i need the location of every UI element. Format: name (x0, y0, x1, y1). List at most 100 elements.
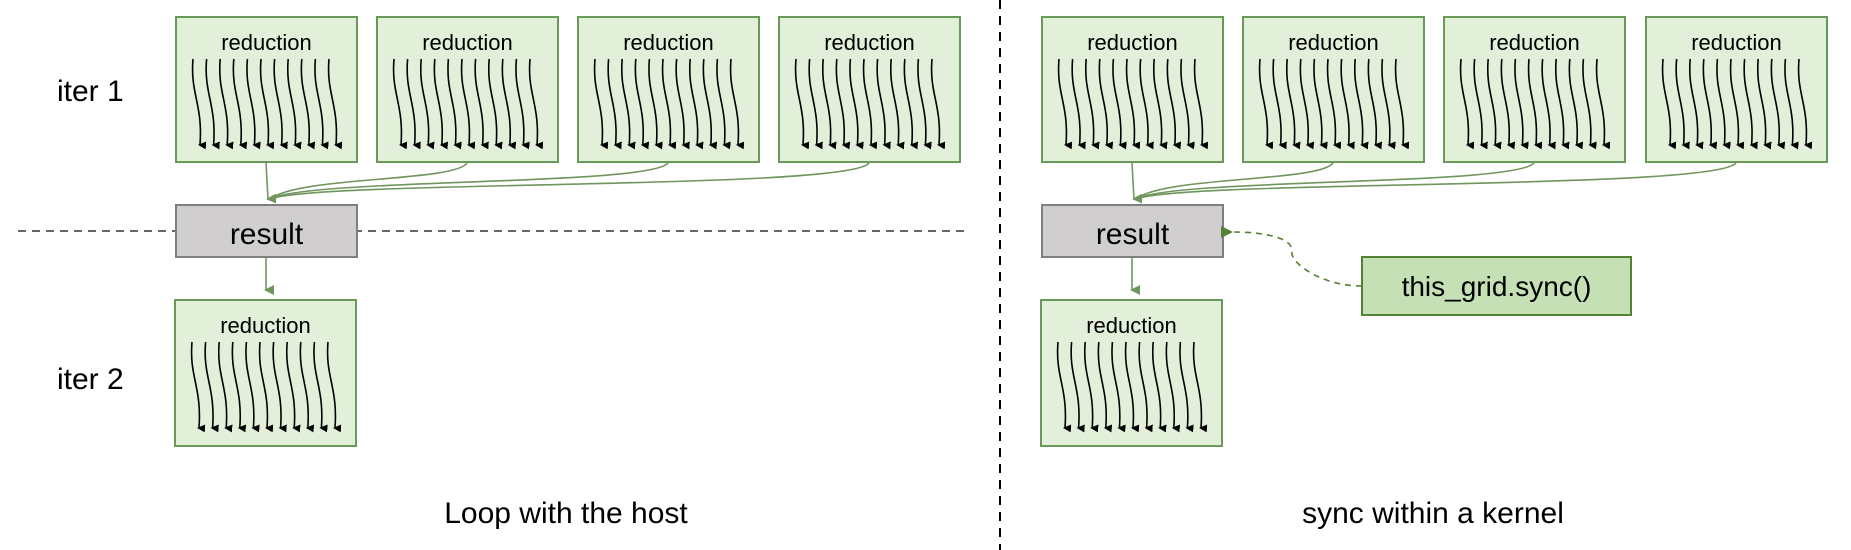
thread-arrow (419, 58, 435, 150)
thread-arrow (1527, 58, 1543, 150)
reduction-label: reduction (220, 313, 311, 338)
thread-arrow (1661, 58, 1677, 150)
thread-arrows (1057, 58, 1209, 150)
reduction-block-l2: reduction (376, 16, 559, 163)
thread-arrow (258, 341, 274, 433)
thread-arrow (1299, 58, 1315, 150)
thread-arrow (1541, 58, 1556, 150)
thread-arrow (821, 58, 837, 150)
reduction-label: reduction (623, 30, 714, 55)
sync-box: this_grid.sync() (1361, 256, 1632, 316)
thread-arrow (1166, 58, 1182, 150)
thread-arrow (1688, 58, 1704, 150)
thread-arrow (1514, 58, 1529, 150)
thread-arrow (501, 58, 517, 150)
reduction-block-r3: reduction (1443, 16, 1626, 163)
reduction-block-box (1041, 16, 1224, 163)
thread-arrow (1285, 58, 1301, 150)
reduction-block-l3: reduction (577, 16, 760, 163)
thread-arrow (231, 341, 247, 433)
sync-box-rect (1361, 256, 1632, 316)
thread-arrows (392, 58, 544, 150)
thread-arrow (313, 341, 328, 433)
reduction-label: reduction (221, 30, 312, 55)
thread-arrow (1258, 58, 1274, 150)
thread-arrow (1124, 341, 1140, 433)
thread-arrow (648, 58, 663, 150)
thread-arrow (273, 58, 288, 150)
thread-arrow (702, 58, 718, 150)
thread-arrow (1056, 341, 1072, 433)
thread-arrows (1661, 58, 1813, 150)
reduction-block-box (1443, 16, 1626, 163)
thread-arrow (1500, 58, 1516, 150)
thread-arrow (675, 58, 690, 150)
iter1-label: iter 1 (57, 75, 124, 108)
thread-arrow (1340, 58, 1355, 150)
right-panel: reduction reduction reduction reduction (1040, 16, 1828, 530)
thread-arrow (634, 58, 650, 150)
thread-arrow (460, 58, 476, 150)
reduction-label: reduction (1489, 30, 1580, 55)
thread-arrows (191, 58, 343, 150)
thread-arrow (327, 58, 343, 150)
thread-arrow (620, 58, 636, 150)
reduction-block-l4: reduction (778, 16, 961, 163)
thread-arrow (1568, 58, 1584, 150)
thread-arrow (1125, 58, 1141, 150)
reduction-label: reduction (1087, 30, 1178, 55)
thread-arrow (1112, 58, 1127, 150)
reduction-block-box (376, 16, 559, 163)
thread-arrows (794, 58, 946, 150)
thread-arrow (299, 341, 315, 433)
thread-arrow (314, 58, 329, 150)
thread-arrow (326, 341, 342, 433)
reduction-block-r5: reduction (1040, 299, 1223, 447)
connector-path (269, 162, 870, 200)
thread-arrow (1770, 58, 1786, 150)
thread-arrow (1554, 58, 1570, 150)
thread-arrow (716, 58, 731, 150)
left-panel: iter 1 iter 2 reduction reduction reduct… (57, 16, 961, 530)
thread-arrows (190, 341, 342, 433)
left-caption: Loop with the host (444, 497, 688, 530)
thread-arrow (1729, 58, 1745, 150)
thread-arrow (593, 58, 609, 150)
thread-arrow (835, 58, 851, 150)
thread-arrow (1326, 58, 1342, 150)
reduction-label: reduction (1086, 313, 1177, 338)
thread-arrow (1071, 58, 1086, 150)
reduction-block-box (1040, 299, 1223, 447)
thread-arrow (1353, 58, 1369, 150)
reduction-block-box (174, 299, 357, 447)
thread-arrow (1716, 58, 1731, 150)
thread-arrow (300, 58, 316, 150)
thread-arrow (1473, 58, 1488, 150)
thread-arrow (1272, 58, 1287, 150)
reduction-block-r4: reduction (1645, 16, 1828, 163)
thread-arrow (729, 58, 745, 150)
connector-path (265, 162, 277, 204)
reduction-block-l1: reduction (175, 16, 358, 163)
sync-connector-arrow (1220, 225, 1363, 287)
thread-arrow (1381, 58, 1396, 150)
thread-arrow (246, 58, 261, 150)
thread-arrow (1084, 58, 1100, 150)
reduction-label: reduction (1288, 30, 1379, 55)
result-box (175, 204, 358, 258)
thread-arrows (1056, 341, 1208, 433)
thread-arrow (205, 58, 220, 150)
thread-arrows (1258, 58, 1410, 150)
thread-arrow (1152, 58, 1168, 150)
connector-path (269, 162, 669, 200)
thread-arrow (406, 58, 421, 150)
thread-arrow (688, 58, 704, 150)
reduction-label: reduction (422, 30, 513, 55)
thread-arrow (286, 58, 302, 150)
right-connectors (1131, 162, 1737, 204)
connector-path (1135, 162, 1737, 200)
thread-arrow (1459, 58, 1475, 150)
thread-arrow (515, 58, 530, 150)
thread-arrow (1193, 58, 1209, 150)
